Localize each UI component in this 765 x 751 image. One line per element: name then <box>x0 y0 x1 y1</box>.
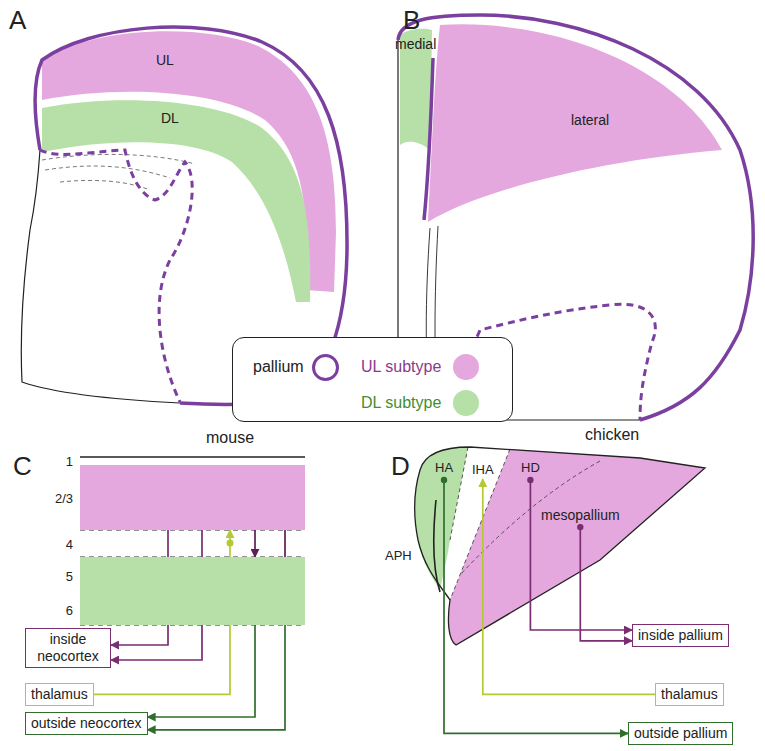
layer-number: 6 <box>66 604 73 617</box>
target-box: inside pallium <box>632 624 729 647</box>
box-text: thalamus <box>661 686 718 703</box>
layer-number: 1 <box>66 455 73 468</box>
layer-number: 4 <box>66 537 73 550</box>
projection-arrow <box>444 477 628 734</box>
box-text: inside neocortex <box>31 631 105 665</box>
neuron-dot <box>441 477 447 483</box>
region-name: lateral <box>571 112 609 128</box>
panel-title: mouse <box>206 429 254 447</box>
neuron-dot <box>577 524 583 530</box>
ventricle <box>434 500 440 592</box>
region-name: DL <box>161 110 179 126</box>
box-text: inside pallium <box>638 627 723 644</box>
legend-text: UL subtype <box>361 358 441 376</box>
projection-arrow <box>580 524 632 641</box>
projection-arrow <box>148 625 286 730</box>
region-boundary <box>450 447 600 600</box>
ha-region <box>415 447 468 590</box>
legend-swatch <box>453 354 479 380</box>
region-label: lateral <box>569 111 611 129</box>
projection-arrow <box>483 479 655 695</box>
box-text: outside pallium <box>634 725 727 742</box>
lateral-region <box>428 24 722 222</box>
projection-arrow <box>530 477 632 630</box>
target-box: outside neocortex <box>25 712 148 735</box>
target-box: thalamus <box>655 683 724 706</box>
layer-band: 4 <box>80 530 305 557</box>
pallium-outline <box>415 447 705 645</box>
medial-wall <box>424 58 433 220</box>
legend-ring <box>312 354 339 381</box>
layer-number: 2/3 <box>55 491 73 504</box>
region-label: IHA <box>470 462 496 479</box>
region-label: HD <box>519 460 542 477</box>
panel-letter: C <box>13 452 32 481</box>
legend-text: pallium <box>253 358 304 376</box>
layer-boundary <box>80 530 305 625</box>
region-name: HD <box>521 461 540 476</box>
layer-number: 5 <box>66 570 73 583</box>
layer-band: 5 <box>80 557 305 595</box>
panel-letter: B <box>403 6 420 35</box>
neuron-dot <box>527 477 533 483</box>
box-text: outside neocortex <box>31 715 142 732</box>
region-label: HA <box>433 460 455 477</box>
region-label: DL <box>159 109 181 127</box>
projection-arrow <box>254 530 256 557</box>
region-name: UL <box>156 52 174 68</box>
layer-band: 2/3 <box>80 465 305 530</box>
region-name: mesopallium <box>541 507 620 523</box>
box-text: thalamus <box>31 686 88 703</box>
pia-line <box>80 456 305 458</box>
legend-text: DL subtype <box>361 394 441 412</box>
region-name: APH <box>385 549 412 563</box>
region-name: medial <box>395 36 436 52</box>
brain-outline <box>21 150 180 403</box>
panel-letter: D <box>391 452 410 481</box>
pallium-boundary <box>40 150 192 402</box>
striatum-line <box>45 166 170 178</box>
region-label: medial <box>393 35 438 53</box>
target-box: thalamus <box>25 683 94 706</box>
dl-band <box>42 100 310 302</box>
legend-swatch <box>453 390 479 416</box>
panel-letter: A <box>9 6 26 35</box>
panel-title: chicken <box>585 426 639 444</box>
region-label: mesopallium <box>539 506 622 524</box>
target-box: outside pallium <box>628 722 733 745</box>
region-label: UL <box>154 51 176 69</box>
layer-band: 1 <box>80 457 305 465</box>
layer-band: 6 <box>80 595 305 625</box>
legend-box: pallium UL subtype DL subtype <box>232 337 513 422</box>
region-name: IHA <box>472 463 494 478</box>
region-name: HA <box>435 461 453 476</box>
target-box: inside neocortex <box>25 628 111 668</box>
